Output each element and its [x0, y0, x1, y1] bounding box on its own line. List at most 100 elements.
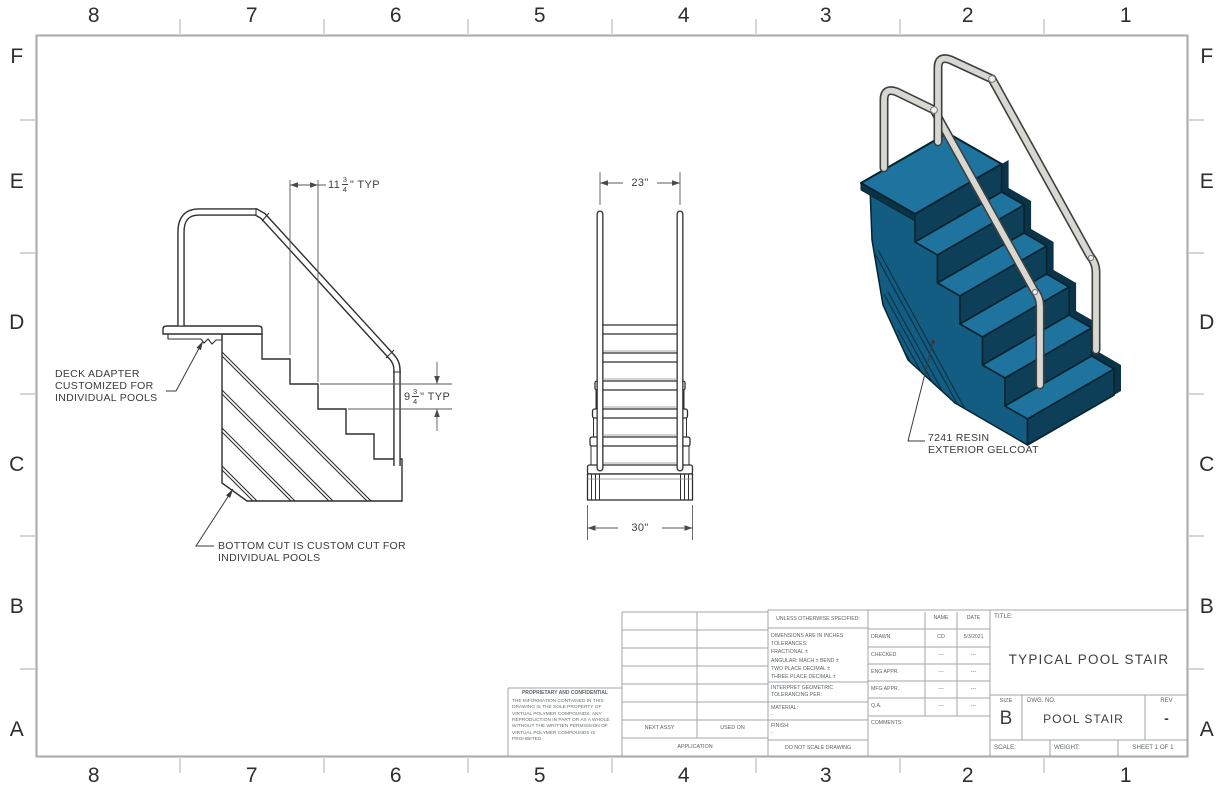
zone-row-left: C [9, 453, 25, 476]
zone-col-top: 1 [1119, 4, 1133, 27]
approval-row-date: --- [970, 686, 977, 692]
zone-row-left: F [10, 45, 24, 68]
zone-row-right: E [1199, 170, 1215, 193]
rev-label: REV [1160, 698, 1173, 704]
zone-row-left: A [9, 718, 25, 741]
iso-right-wall [1001, 160, 1121, 395]
size-value: B [999, 708, 1013, 729]
scale-label: SCALE: [994, 744, 1017, 751]
interpret-geometric-label: INTERPRET GEOMETRIC TOLERANCING PER: [771, 685, 834, 699]
zone-col-top: 7 [245, 4, 259, 27]
iso-steps [914, 163, 1115, 446]
gelcoat-note: 7241 RESIN EXTERIOR GELCOAT [928, 432, 1039, 456]
approval-row-date: 5/3/2021 [963, 634, 984, 640]
approval-row-label: CHECKED [871, 652, 897, 658]
approval-row-label: ENG APPR. [871, 669, 899, 675]
approval-row-name: --- [938, 686, 944, 692]
approval-row-date: --- [970, 669, 977, 675]
approval-row-label: MFG APPR. [871, 686, 900, 692]
approval-row-name: --- [938, 703, 944, 709]
front-view [586, 172, 694, 540]
approval-row-date: --- [970, 652, 977, 658]
isometric-view [860, 54, 1121, 446]
approval-row-name: --- [938, 669, 944, 675]
weight-label: WEIGHT: [1054, 744, 1080, 751]
dim-base-width-text: 30" [631, 522, 649, 534]
zone-col-bottom: 4 [677, 764, 691, 787]
zone-row-right: F [1200, 45, 1214, 68]
dim-base-width-lines [587, 505, 693, 540]
material-value: - [771, 712, 773, 718]
drawing-title: TYPICAL POOL STAIR [1008, 652, 1170, 667]
finish-label: FINISH: [771, 723, 790, 729]
deck-adapter-notch [167, 334, 223, 345]
approval-row-label: DRAWN [871, 634, 891, 640]
material-label: MATERIAL: [771, 705, 798, 711]
zone-row-right: B [1199, 595, 1215, 618]
zone-col-bottom: 8 [87, 764, 101, 787]
zone-row-left: B [9, 595, 25, 618]
sheet-label: SHEET 1 OF 1 [1132, 744, 1174, 751]
approval-row-name: --- [938, 652, 944, 658]
finish-value: - [771, 730, 773, 736]
application-label: APPLICATION [677, 744, 713, 750]
title-label: TITLE: [994, 613, 1013, 620]
iso-platform-top [860, 132, 1003, 215]
zone-col-top: 4 [677, 4, 691, 27]
approval-row-date: --- [970, 703, 977, 709]
front-rail-posts [596, 210, 684, 472]
dwg-no-label: DWG. NO. [1027, 698, 1056, 704]
dim-rise-lines [320, 362, 452, 431]
approval-row-label: Q.A. [871, 703, 882, 709]
proprietary-title: PROPRIETARY AND CONFIDENTIAL [521, 690, 609, 696]
size-label: SIZE [999, 698, 1013, 704]
comments-label: COMMENTS: [871, 720, 903, 726]
dim-rail-width-lines [599, 172, 681, 205]
iso-base-front [1026, 368, 1115, 446]
approval-row-name: CD [937, 634, 945, 640]
side-body [221, 333, 403, 502]
do-not-scale-label: DO NOT SCALE DRAWING [784, 745, 852, 751]
sheet-frame [20, 19, 1204, 773]
title-block-grid [507, 609, 1188, 757]
zone-col-top: 5 [533, 4, 547, 27]
zone-row-right: D [1199, 311, 1215, 334]
dim-rail-width-text: 23" [631, 177, 649, 189]
zone-col-top: 2 [961, 4, 975, 27]
leader-deck-adapter [166, 340, 204, 392]
zone-col-bottom: 3 [819, 764, 833, 787]
iso-handrails [879, 54, 1101, 390]
unless-otherwise-label: UNLESS OTHERWISE SPECIFIED: [776, 616, 860, 622]
zone-col-bottom: 7 [245, 764, 259, 787]
zone-col-bottom: 2 [961, 764, 975, 787]
side-deck [162, 325, 263, 335]
leader-gelcoat [907, 340, 935, 442]
dwg-no-value: POOL STAIR [1043, 712, 1124, 726]
used-on-label: USED ON [720, 725, 745, 731]
zone-col-bottom: 5 [533, 764, 547, 787]
name-header: NAME [933, 615, 949, 621]
zone-col-bottom: 6 [389, 764, 403, 787]
side-view [162, 180, 452, 547]
zone-row-right: A [1199, 718, 1215, 741]
zone-col-bottom: 1 [1119, 764, 1133, 787]
dim-tread-lines [289, 180, 326, 382]
zone-col-top: 6 [389, 4, 403, 27]
next-assy-label: NEXT ASSY [644, 725, 675, 731]
rev-value: - [1164, 710, 1169, 726]
deck-adapter-note: DECK ADAPTER CUSTOMIZED FOR INDIVIDUAL P… [55, 368, 158, 404]
zone-row-left: E [9, 170, 25, 193]
date-header: DATE [966, 615, 981, 621]
tolerance-notes: DIMENSIONS ARE IN INCHES TOLERANCES: FRA… [771, 633, 844, 681]
side-ribs [222, 351, 381, 501]
side-handrail [177, 208, 401, 466]
proprietary-text: THE INFORMATION CONTAINED IN THIS DRAWIN… [512, 699, 610, 742]
zone-row-right: C [1199, 453, 1215, 476]
front-base-flange [586, 473, 694, 501]
bottom-cut-note: BOTTOM CUT IS CUSTOM CUT FOR INDIVIDUAL … [218, 540, 406, 564]
zone-col-top: 8 [87, 4, 101, 27]
